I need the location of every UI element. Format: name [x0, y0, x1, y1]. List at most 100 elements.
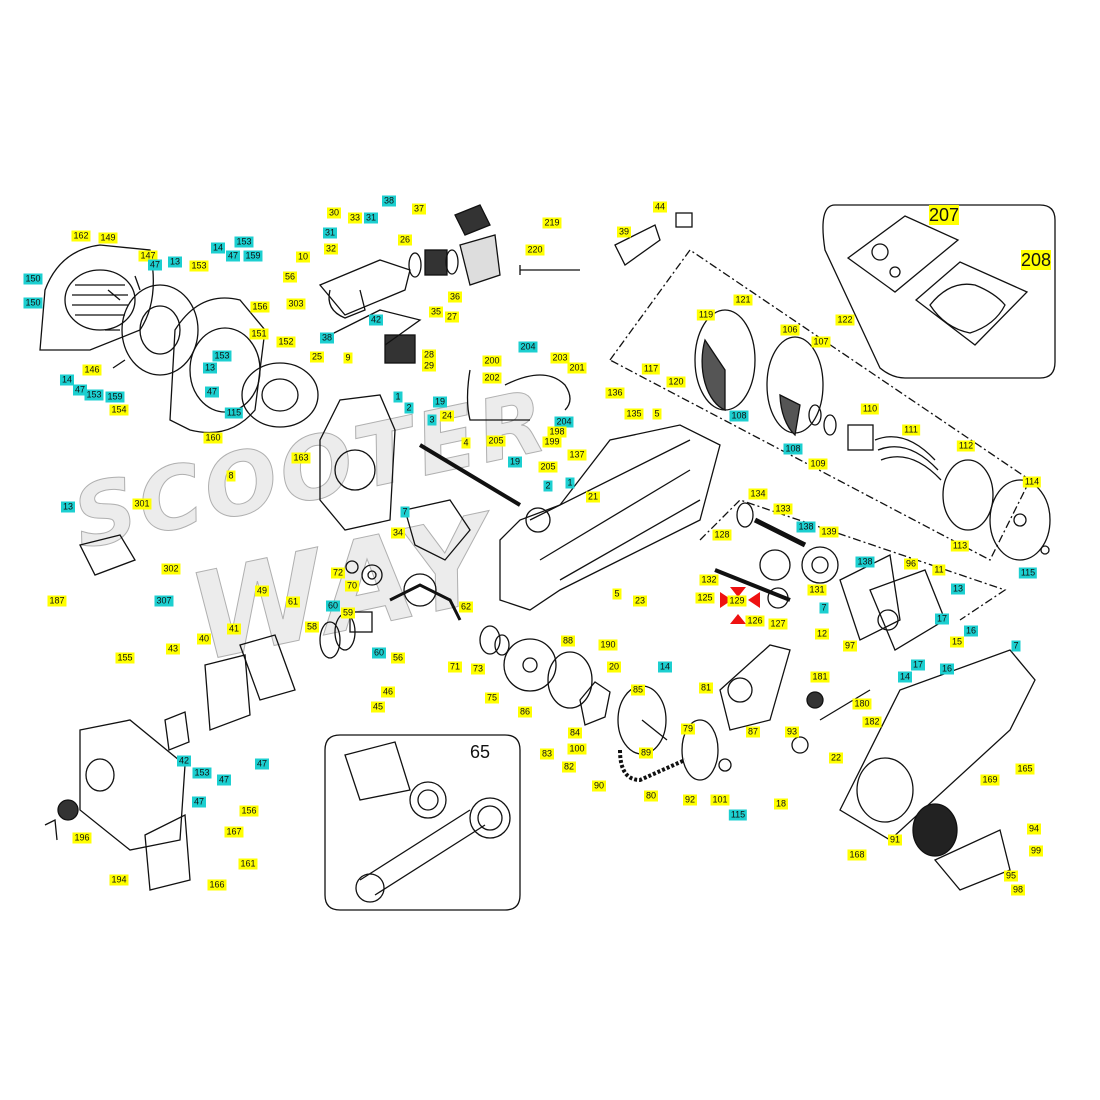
part-label-58[interactable]: 58: [304, 621, 320, 633]
part-label-23[interactable]: 23: [632, 595, 648, 607]
part-label-29[interactable]: 29: [421, 360, 437, 372]
part-label-198[interactable]: 198: [547, 426, 567, 438]
part-label-95[interactable]: 95: [1003, 870, 1019, 882]
part-label-79[interactable]: 79: [680, 723, 696, 735]
part-label-31[interactable]: 31: [363, 212, 379, 224]
part-label-56[interactable]: 56: [282, 271, 298, 283]
part-label-115[interactable]: 115: [728, 809, 748, 821]
part-label-204[interactable]: 204: [518, 341, 538, 353]
part-label-163[interactable]: 163: [291, 452, 311, 464]
part-label-120[interactable]: 120: [666, 376, 686, 388]
part-label-208[interactable]: 208: [1020, 250, 1052, 270]
part-label-72[interactable]: 72: [330, 567, 346, 579]
part-label-7[interactable]: 7: [1011, 640, 1021, 652]
part-label-162[interactable]: 162: [71, 230, 91, 242]
part-label-13[interactable]: 13: [167, 256, 183, 268]
part-label-156[interactable]: 156: [239, 805, 259, 817]
part-label-204[interactable]: 204: [554, 416, 574, 428]
part-label-106[interactable]: 106: [780, 324, 800, 336]
part-label-138[interactable]: 138: [796, 521, 816, 533]
part-label-220[interactable]: 220: [525, 244, 545, 256]
part-label-1[interactable]: 1: [393, 391, 403, 403]
part-label-117[interactable]: 117: [641, 363, 661, 375]
part-label-190[interactable]: 190: [598, 639, 618, 651]
part-label-85[interactable]: 85: [630, 684, 646, 696]
part-label-93[interactable]: 93: [784, 726, 800, 738]
part-label-135[interactable]: 135: [624, 408, 644, 420]
part-label-87[interactable]: 87: [745, 726, 761, 738]
part-label-21[interactable]: 21: [585, 491, 601, 503]
part-label-301[interactable]: 301: [132, 498, 152, 510]
part-label-70[interactable]: 70: [344, 580, 360, 592]
part-label-5[interactable]: 5: [612, 588, 622, 600]
part-label-110[interactable]: 110: [860, 403, 880, 415]
part-label-122[interactable]: 122: [835, 314, 855, 326]
part-label-81[interactable]: 81: [698, 682, 714, 694]
part-label-202[interactable]: 202: [482, 372, 502, 384]
part-label-43[interactable]: 43: [165, 643, 181, 655]
part-label-47[interactable]: 47: [216, 774, 232, 786]
part-label-47[interactable]: 47: [147, 259, 163, 271]
part-label-180[interactable]: 180: [852, 698, 872, 710]
part-label-20[interactable]: 20: [606, 661, 622, 673]
part-label-169[interactable]: 169: [980, 774, 1000, 786]
part-label-41[interactable]: 41: [226, 623, 242, 635]
part-label-136[interactable]: 136: [605, 387, 625, 399]
part-label-92[interactable]: 92: [682, 794, 698, 806]
part-label-14[interactable]: 14: [210, 242, 226, 254]
part-label-56[interactable]: 56: [390, 652, 406, 664]
part-label-182[interactable]: 182: [862, 716, 882, 728]
part-label-153[interactable]: 153: [192, 767, 212, 779]
part-label-155[interactable]: 155: [115, 652, 135, 664]
part-label-36[interactable]: 36: [447, 291, 463, 303]
part-label-17[interactable]: 17: [934, 613, 950, 625]
part-label-71[interactable]: 71: [447, 661, 463, 673]
part-label-159[interactable]: 159: [105, 391, 125, 403]
part-label-203[interactable]: 203: [550, 352, 570, 364]
part-label-40[interactable]: 40: [196, 633, 212, 645]
part-label-42[interactable]: 42: [368, 314, 384, 326]
part-label-33[interactable]: 33: [347, 212, 363, 224]
part-label-14[interactable]: 14: [59, 374, 75, 386]
part-label-1[interactable]: 1: [565, 477, 575, 489]
part-label-34[interactable]: 34: [390, 527, 406, 539]
part-label-13[interactable]: 13: [202, 362, 218, 374]
part-label-96[interactable]: 96: [903, 558, 919, 570]
part-label-89[interactable]: 89: [638, 747, 654, 759]
part-label-150[interactable]: 150: [23, 273, 43, 285]
part-label-3[interactable]: 3: [427, 414, 437, 426]
part-label-107[interactable]: 107: [811, 336, 831, 348]
part-label-205[interactable]: 205: [486, 435, 506, 447]
part-label-111[interactable]: 111: [902, 424, 920, 436]
part-label-153[interactable]: 153: [84, 389, 104, 401]
part-label-16[interactable]: 16: [939, 663, 955, 675]
part-label-112[interactable]: 112: [956, 440, 976, 452]
part-label-166[interactable]: 166: [207, 879, 227, 891]
part-label-126[interactable]: 126: [745, 615, 765, 627]
part-label-47[interactable]: 47: [191, 796, 207, 808]
part-label-119[interactable]: 119: [696, 309, 716, 321]
part-label-167[interactable]: 167: [224, 826, 244, 838]
part-label-2[interactable]: 2: [404, 402, 414, 414]
part-label-46[interactable]: 46: [380, 686, 396, 698]
part-label-97[interactable]: 97: [842, 640, 858, 652]
part-label-128[interactable]: 128: [712, 529, 732, 541]
part-label-159[interactable]: 159: [243, 250, 263, 262]
part-label-181[interactable]: 181: [810, 671, 830, 683]
part-label-303[interactable]: 303: [286, 298, 306, 310]
part-label-13[interactable]: 13: [950, 583, 966, 595]
part-label-35[interactable]: 35: [428, 306, 444, 318]
part-label-47[interactable]: 47: [204, 386, 220, 398]
part-label-133[interactable]: 133: [773, 503, 793, 515]
part-label-12[interactable]: 12: [814, 628, 830, 640]
part-label-30[interactable]: 30: [326, 207, 342, 219]
part-label-83[interactable]: 83: [539, 748, 555, 760]
part-label-152[interactable]: 152: [276, 336, 296, 348]
part-label-19[interactable]: 19: [432, 396, 448, 408]
part-label-219[interactable]: 219: [542, 217, 562, 229]
part-label-24[interactable]: 24: [439, 410, 455, 422]
part-label-80[interactable]: 80: [643, 790, 659, 802]
part-label-113[interactable]: 113: [950, 540, 970, 552]
part-label-15[interactable]: 15: [949, 636, 965, 648]
part-label-4[interactable]: 4: [461, 437, 471, 449]
